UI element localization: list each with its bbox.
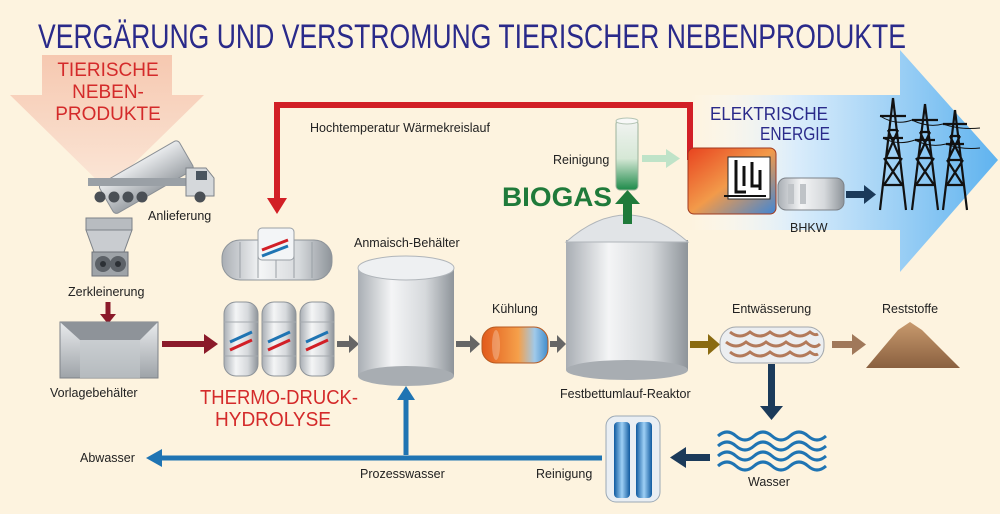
label-kuehlung: Kühlung (492, 302, 538, 316)
input-label-line2: NEBEN- (72, 82, 144, 103)
label-reinigung-water: Reinigung (536, 467, 592, 481)
label-reinigung-gas: Reinigung (553, 153, 609, 167)
heat-loop-line (274, 102, 693, 200)
water-cleaning-icon (605, 415, 661, 503)
label-bhkw: BHKW (790, 221, 828, 235)
label-prozesswasser: Prozesswasser (360, 467, 445, 481)
power-out-arrow (846, 191, 866, 198)
input-label-line3: PRODUKTE (55, 104, 161, 125)
arrow-to-reststoffe (832, 341, 854, 348)
label-entwaesserung: Entwässerung (732, 302, 811, 316)
arrow-to-reactor (550, 341, 558, 347)
energy-output-arrow (690, 50, 998, 272)
cooler-icon (481, 326, 549, 364)
label-vorlagebehaelter: Vorlagebehälter (50, 386, 138, 400)
power-pylons-icon (878, 97, 981, 211)
biogas-up-arrow (623, 200, 632, 224)
input-arrow (10, 55, 204, 190)
reststoffe-pile-icon (866, 322, 960, 368)
label-abwasser: Abwasser (80, 451, 135, 465)
label-reststoffe: Reststoffe (882, 302, 938, 316)
hydrolysis-reactors-icon (223, 301, 335, 377)
shredder-icon (85, 217, 133, 277)
bhkw-engine-icon (777, 177, 845, 211)
input-label-line1: TIERISCHE (57, 60, 158, 81)
reactor-tank-icon (564, 214, 690, 380)
generator-icon (687, 147, 777, 215)
water-waves-icon (717, 430, 827, 472)
label-biogas: BIOGAS (502, 182, 612, 212)
page-title: VERGÄRUNG UND VERSTROMUNG TIERISCHER NEB… (38, 18, 906, 56)
label-anlieferung: Anlieferung (148, 209, 211, 223)
delivery-truck-icon (88, 140, 215, 214)
dewatering-screw-icon (719, 326, 825, 364)
arrow-to-kuehlung (456, 341, 470, 347)
arrow-to-water-cleaning (684, 454, 710, 461)
label-hochtemperatur: Hochtemperatur Wärmekreislauf (310, 121, 490, 135)
arrow-to-hydrolysis (162, 341, 204, 347)
anmaisch-tank-icon (357, 255, 455, 386)
label-reaktor: Festbettumlauf-Reaktor (560, 387, 691, 401)
gas-cleaning-icon (615, 117, 639, 191)
label-anmaisch: Anmaisch-Behälter (354, 236, 460, 250)
label-elektrische-line2: ENERGIE (760, 124, 830, 144)
label-elektrische-line1: ELEKTRISCHE (710, 104, 828, 124)
label-wasser: Wasser (748, 475, 790, 489)
gas-to-generator-arrow (642, 155, 666, 162)
arrow-to-wasser (768, 364, 775, 408)
vorlage-tank-icon (59, 321, 159, 379)
label-zerkleinerung: Zerkleinerung (68, 285, 144, 299)
heat-exchanger-icon (221, 227, 333, 281)
arrow-to-anmaisch (337, 341, 349, 347)
label-thermo-line1: THERMO-DRUCK- (200, 387, 358, 409)
arrow-to-entwaesserung (690, 341, 710, 348)
label-thermo-line2: HYDROLYSE (215, 409, 331, 431)
